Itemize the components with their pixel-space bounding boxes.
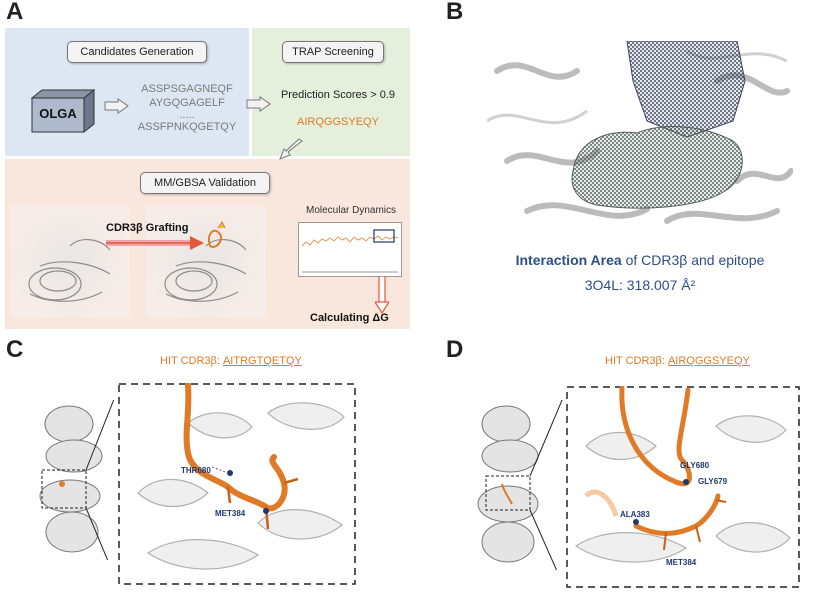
sequence-3: ASSFPNKQGETQY xyxy=(137,121,237,133)
panel-d-hit-prefix: HIT CDR3β: xyxy=(605,355,668,367)
panel-d-zoom-view xyxy=(566,386,800,588)
sequence-2: AYGQGAGELF xyxy=(149,97,225,109)
olga-label: OLGA xyxy=(39,106,77,121)
md-label: Molecular Dynamics xyxy=(305,205,397,216)
candidates-generation-title: Candidates Generation xyxy=(67,41,207,63)
panel-c-hit-sequence: AITRGTQETQY xyxy=(222,355,302,367)
panel-d-hit-label: HIT CDR3β: AIRQGGSYEQY xyxy=(605,355,750,367)
selected-sequence: AIRQGGSYEQY xyxy=(297,116,379,128)
interaction-surface-render xyxy=(487,41,793,235)
trap-screening-title: TRAP Screening xyxy=(282,41,384,63)
panel-d-hit-sequence: AIRQGGSYEQY xyxy=(667,355,750,367)
residue-met384-c: MET384 xyxy=(215,509,246,518)
prediction-score-label: Prediction Scores > 0.9 xyxy=(280,89,396,101)
panel-a-letter: A xyxy=(6,0,24,25)
md-down-arrow-icon xyxy=(375,276,389,314)
panel-d-complex-thumbnail xyxy=(477,400,563,570)
residue-gly680: GLY680 xyxy=(680,461,710,470)
panel-c-hit-label: HIT CDR3β: AITRGTQETQY xyxy=(160,355,302,367)
grafting-arrow-icon xyxy=(106,236,204,250)
interaction-area-rest: of CDR3β and epitope xyxy=(621,252,765,268)
panel-c-letter: C xyxy=(6,336,24,363)
panel-c-complex-thumbnail xyxy=(39,400,115,560)
interaction-area-caption: Interaction Area of CDR3β and epitope xyxy=(478,252,802,268)
sequence-ellipsis: ..... xyxy=(179,109,195,121)
candidate-sequences: ASSPSGAGNEQF AYGQGAGELF ..... ASSFPNKQGE… xyxy=(132,82,242,134)
arrow-down-left-icon xyxy=(279,138,303,160)
panel-c-zoom-view xyxy=(118,383,356,585)
olga-box xyxy=(30,88,96,134)
protein-structure-illustration xyxy=(10,206,266,318)
residue-thr680: THR680 xyxy=(181,466,211,475)
calculating-dg-label: Calculating ΔG xyxy=(310,312,389,324)
interaction-area-bold: Interaction Area xyxy=(515,252,622,268)
arrow-olga-icon xyxy=(104,98,129,114)
residue-ala383: ALA383 xyxy=(620,510,650,519)
arrow-trap-icon xyxy=(246,96,271,112)
interaction-area-value: 3O4L: 318.007 Å² xyxy=(584,277,696,293)
panel-d-letter: D xyxy=(446,336,464,363)
panel-c-hit-prefix: HIT CDR3β: xyxy=(160,355,223,367)
grafting-label: CDR3β Grafting xyxy=(106,222,189,234)
md-trajectory-plot xyxy=(298,222,402,277)
panel-b-letter: B xyxy=(446,0,464,25)
residue-gly679: GLY679 xyxy=(698,477,728,486)
sequence-1: ASSPSGAGNEQF xyxy=(141,83,233,95)
residue-met384-d: MET384 xyxy=(666,558,697,567)
mmgbsa-validation-title: MM/GBSA Validation xyxy=(140,172,270,194)
